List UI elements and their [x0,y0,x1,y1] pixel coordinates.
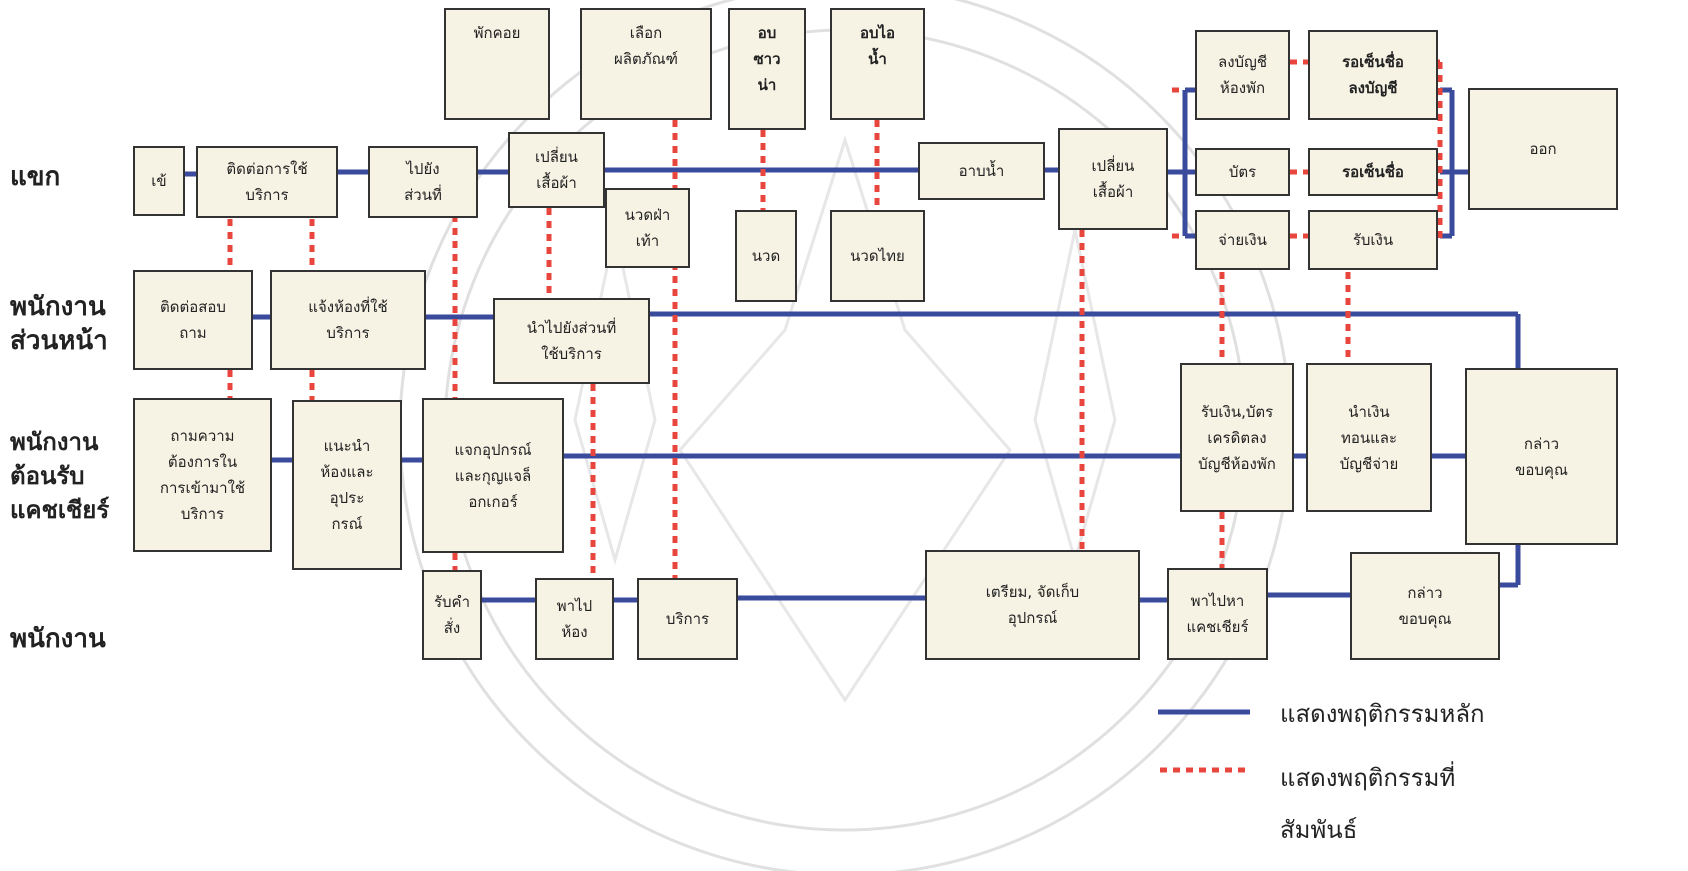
box-guide-to-area: นำไปยังส่วนที่ ใช้บริการ [493,298,650,384]
box-steam: อบไอ น้ำ [830,8,925,120]
box-massage: นวด [735,210,797,302]
box-card: บัตร [1195,148,1290,196]
box-receive-payment-card: รับเงิน,บัตร เครดิตลง บัญชีห้องพัก [1180,363,1294,512]
box-wait-sign-account: รอเซ็นชื่อ ลงบัญชี [1308,30,1438,120]
box-deliver-money: นำเงิน ทอนและ บัญชีจ่าย [1306,363,1432,512]
lane-label-front-staff: พนักงาน ส่วนหน้า [10,292,108,356]
legend-main-label: แสดงพฤติกรรมหลัก [1280,700,1485,728]
box-choose-product: เลือก ผลิตภัณฑ์ [580,8,712,120]
box-change-clothes-2: เปลี่ยน เสื้อผ้า [1058,128,1168,230]
box-exit: ออก [1468,88,1618,210]
box-recommend-rooms: แนะนำ ห้องและ อุประ กรณ์ [292,400,402,570]
box-prepare-equipment: เตรียม, จัดเก็บ อุปกรณ์ [925,550,1140,660]
box-wait-sign: รอเซ็นชื่อ [1308,148,1438,196]
box-inquire: ติดต่อสอบ ถาม [133,270,253,370]
box-foot-massage: นวดฝ่า เท้า [605,188,690,268]
box-thank-1: กล่าว ขอบคุณ [1465,368,1618,545]
legend-related-label: แสดงพฤติกรรมที่ สัมพันธ์ [1280,764,1456,844]
box-post-room-account: ลงบัญชี ห้องพัก [1195,30,1290,120]
box-service: บริการ [637,578,738,660]
box-inform-room: แจ้งห้องที่ใช้ บริการ [270,270,426,370]
box-thai-massage: นวดไทย [830,210,925,302]
box-receive-money: รับเงิน [1308,210,1438,270]
lane-label-reception-staff: พนักงาน ต้อนรับ แคชเชียร์ [10,428,110,524]
box-hand-out-key: แจกอุปกรณ์ และกุญแจล็ อกเกอร์ [422,398,564,553]
lane-label-staff: พนักงาน [10,624,106,654]
box-pay: จ่ายเงิน [1195,210,1290,270]
related-flow-lines [227,59,1443,578]
box-ask-needs: ถามความ ต้องการใน การเข้ามาใช้ บริการ [133,398,272,552]
box-contact-service: ติดต่อการใช้ บริการ [196,146,338,218]
box-lead-to-room: พาไป ห้อง [535,578,614,660]
box-lead-to-cashier: พาไปหา แคชเชียร์ [1167,568,1268,660]
box-go-to-area: ไปยัง ส่วนที่ [368,146,478,218]
box-change-clothes-1: เปลี่ยน เสื้อผ้า [508,132,605,208]
box-thank-2: กล่าว ขอบคุณ [1350,552,1500,660]
box-take-order: รับคำ สั่ง [422,570,482,660]
box-sauna: อบ ซาว น่า [728,8,806,130]
lane-label-guest: แขก [10,162,61,192]
box-enter: เข้ [133,146,185,216]
box-shower: อาบน้ำ [918,142,1045,200]
box-lounge: พักคอย [444,8,550,120]
